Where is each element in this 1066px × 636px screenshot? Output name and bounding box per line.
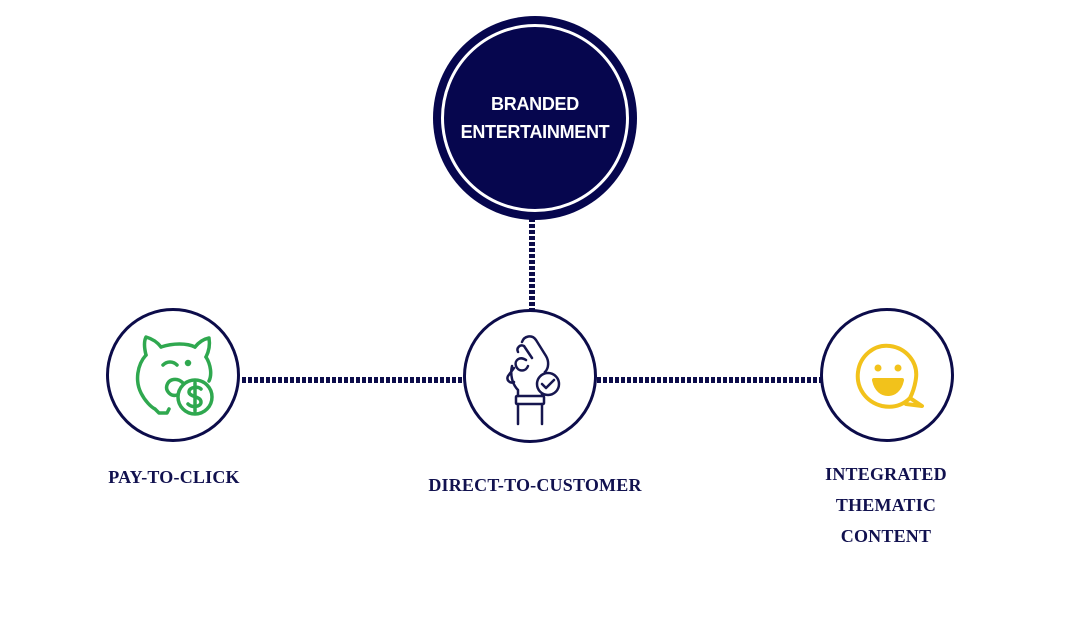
label-pay-to-click: PAY-TO-CLICK	[108, 467, 240, 487]
hub-label: BRANDED ENTERTAINMENT	[450, 90, 620, 146]
connector-hub-to-center	[529, 218, 535, 310]
label-integrated-thematic-content: INTEGRATED THEMATIC CONTENT	[780, 459, 992, 552]
smiley-chat-icon	[855, 343, 924, 409]
node-direct-to-customer	[463, 309, 597, 443]
label-line-integrated: INTEGRATED	[825, 464, 947, 484]
connector-center-to-right	[597, 377, 822, 383]
hub-ring: BRANDED ENTERTAINMENT	[441, 24, 629, 212]
hub-label-line1: BRANDED	[491, 94, 579, 114]
node-pay-to-click	[106, 308, 240, 442]
ok-hand-check-icon	[506, 335, 561, 426]
hub-node-branded-entertainment: BRANDED ENTERTAINMENT	[433, 16, 637, 220]
piggy-bank-dollar-icon	[135, 335, 214, 416]
hub-label-line2: ENTERTAINMENT	[460, 122, 610, 142]
node-integrated-thematic-content	[820, 308, 954, 442]
label-line-thematic: THEMATIC	[835, 495, 937, 515]
label-line-content: CONTENT	[840, 526, 932, 546]
connector-left-to-center	[242, 377, 466, 383]
label-direct-to-customer: DIRECT-TO-CUSTOMER	[428, 475, 642, 495]
